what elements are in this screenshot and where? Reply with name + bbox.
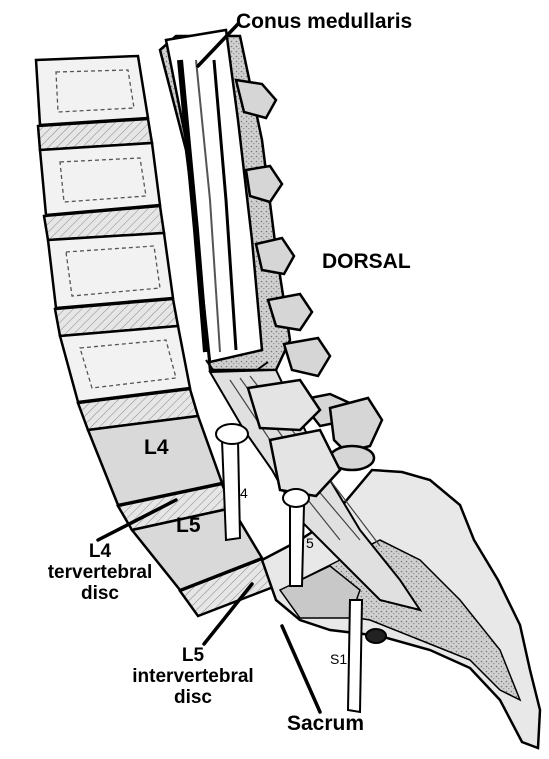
spinous-process-5 [284,338,330,376]
label-root-5: 5 [306,536,314,551]
label-l4-disc-line3: disc [20,584,180,605]
nerve-root-l5-ganglion [283,489,309,507]
label-root-s1: S1 [330,652,347,667]
spinous-process-l5 [330,398,382,452]
label-l4-disc: L4 tervertebral disc [20,542,180,605]
spinous-process-3 [256,238,294,274]
label-l5-disc: L5 intervertebral disc [108,646,278,709]
sacral-foramen-dark [366,629,386,643]
nerve-root-s1 [348,600,362,712]
label-root-4: 4 [240,486,248,501]
lamina-l4 [248,380,320,430]
nerve-root-l5 [290,505,304,586]
label-l4-disc-line1: L4 [20,542,180,563]
label-dorsal: DORSAL [322,250,411,273]
spinous-process-2 [246,166,282,202]
label-l5-disc-line2: intervertebral [108,667,278,688]
leader-sacrum [282,626,320,712]
label-conus-medullaris: Conus medullaris [236,10,412,33]
label-l5-disc-line1: L5 [108,646,278,667]
vertebra-l2 [48,233,173,308]
nerve-root-l4-ganglion [216,424,248,444]
nerve-root-l4 [222,440,240,540]
spinous-process-4 [268,294,312,330]
label-l4-vertebra: L4 [144,436,169,459]
vertebra-l1 [40,143,160,215]
label-l5-disc-line3: disc [108,688,278,709]
label-sacrum: Sacrum [287,712,364,735]
label-l5-vertebra: L5 [176,514,201,537]
label-l4-disc-line2: tervertebral [20,563,180,584]
